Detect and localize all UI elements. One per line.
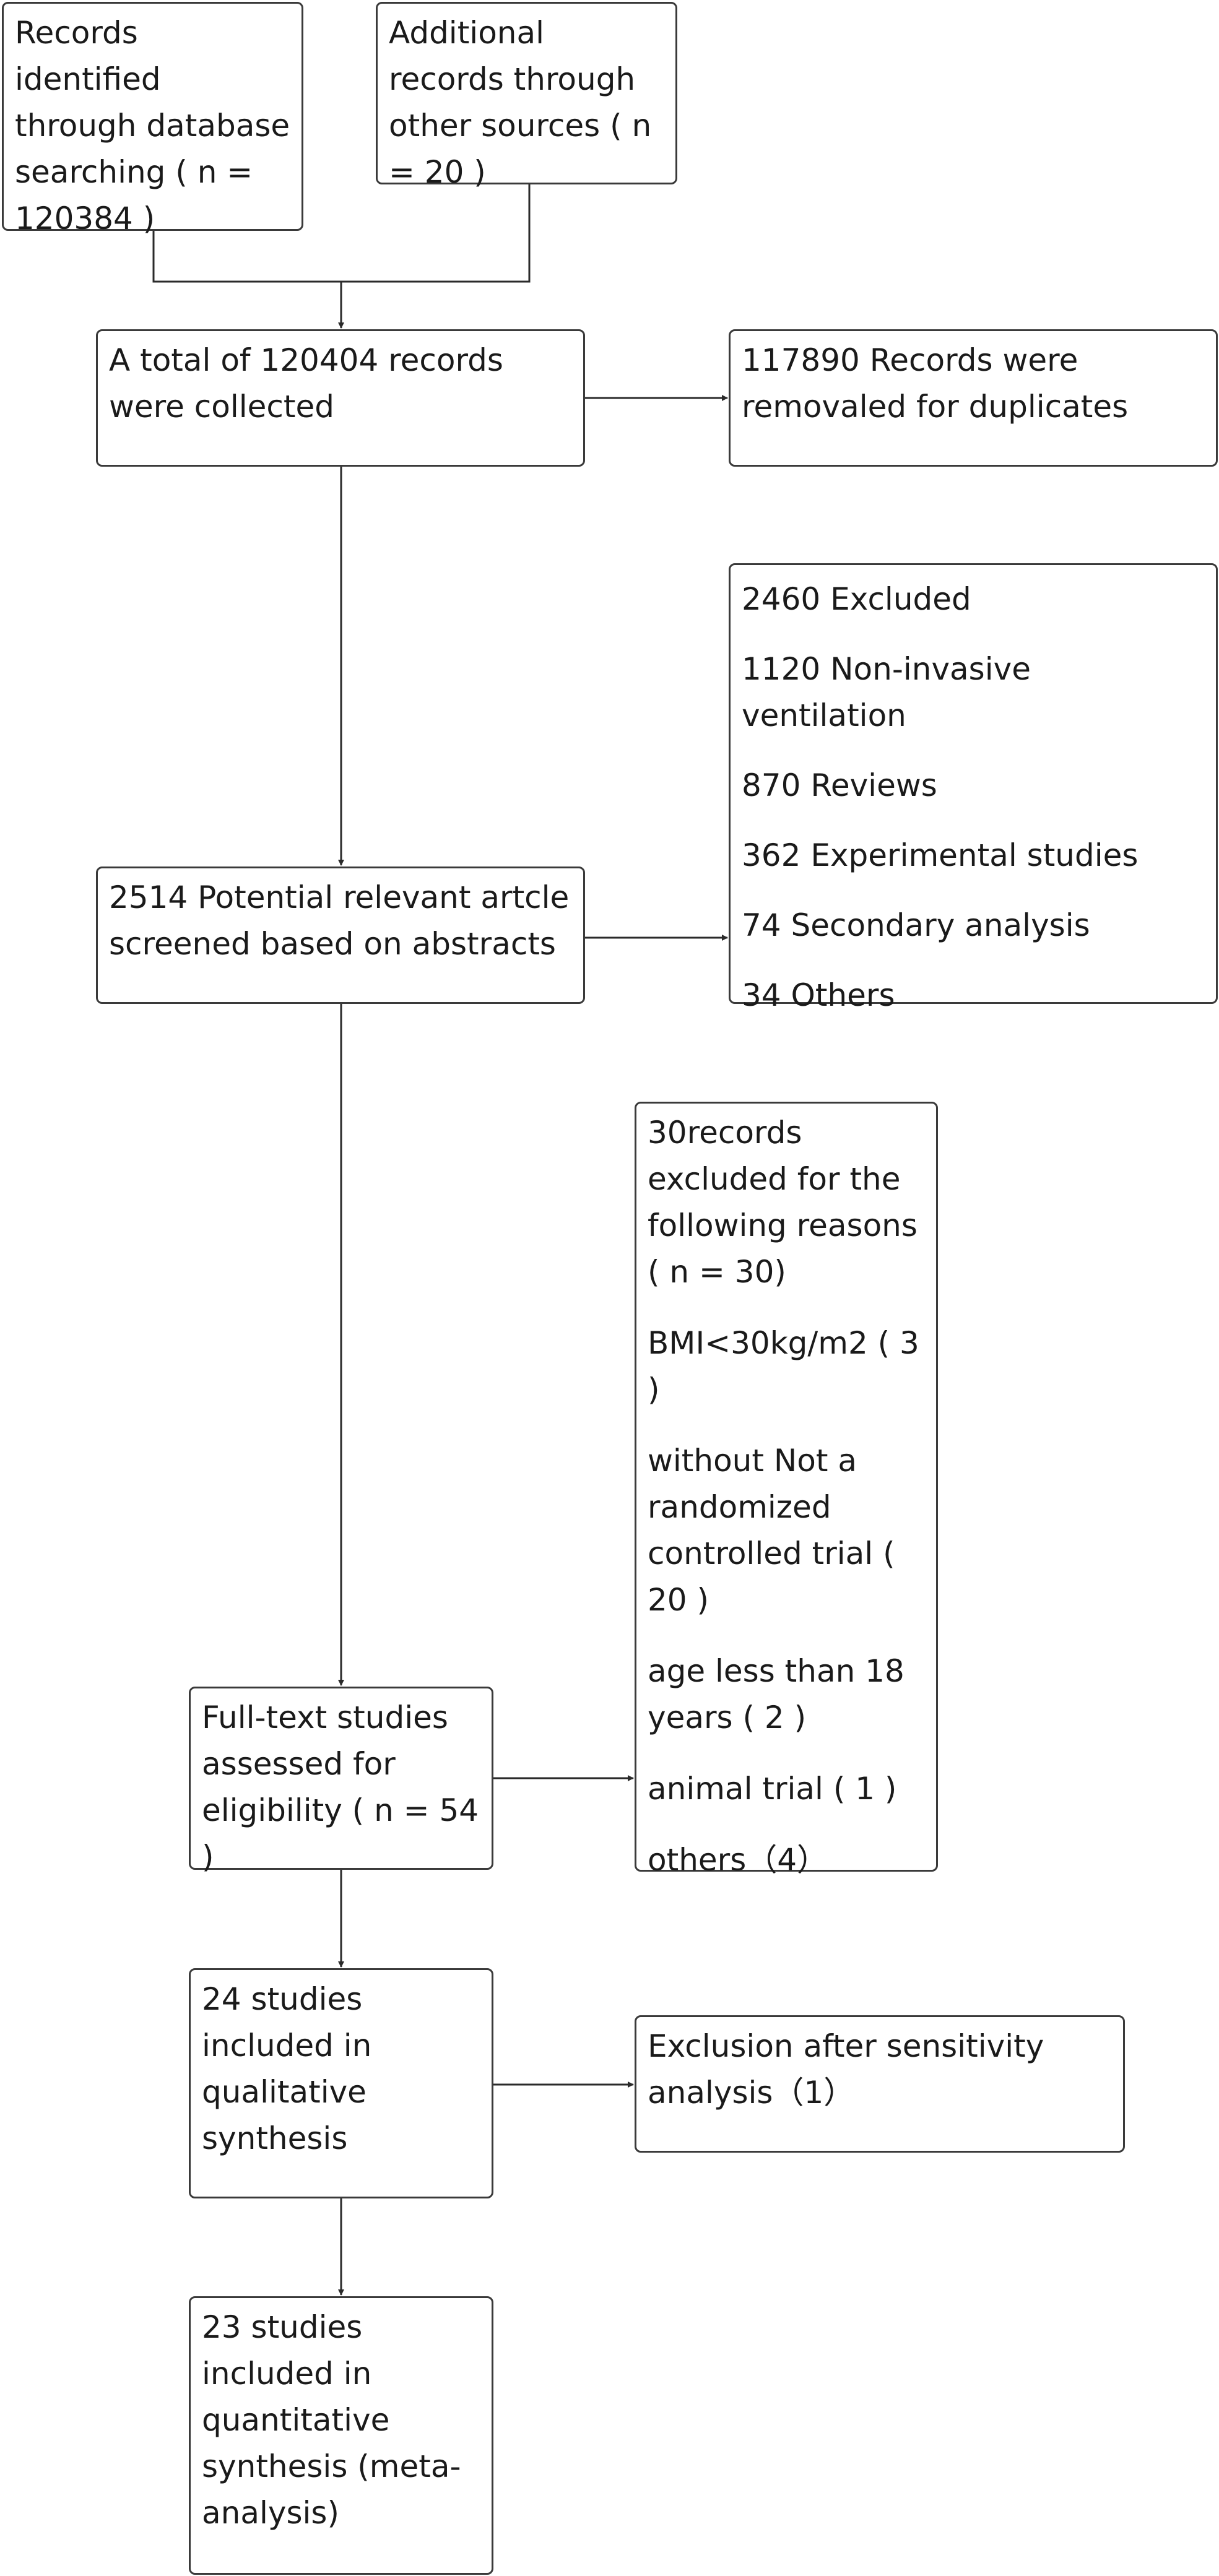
box-quantitative-synthesis: 23 studies included in quantitative synt… — [189, 2296, 493, 2575]
database-search-text: Records identified through database sear… — [15, 15, 290, 236]
qualitative-synthesis-text: 24 studies included in qualitative synth… — [202, 1981, 372, 2156]
excluded-full-text-item: BMI<30kg/m2 ( 3 ) — [648, 1325, 919, 1407]
other-sources-text: Additional records through other sources… — [389, 15, 652, 190]
duplicates-removed-text: 117890 Records were removaled for duplic… — [742, 342, 1129, 425]
box-sensitivity-exclusion: Exclusion after sensitivity analysis（1） — [635, 2015, 1125, 2153]
excluded-abstracts-item: 34 Others — [742, 977, 895, 1013]
quantitative-synthesis-text: 23 studies included in quantitative synt… — [202, 2309, 461, 2531]
box-excluded-abstracts: 2460 Excluded 1120 Non-invasive ventilat… — [729, 563, 1218, 1013]
excluded-full-text-item: animal trial ( 1 ) — [648, 1771, 897, 1807]
excluded-abstracts-item: 362 Experimental studies — [742, 837, 1139, 873]
excluded-abstracts-item: 74 Secondary analysis — [742, 907, 1090, 943]
box-screened: 2514 Potential relevant artcle screened … — [96, 867, 585, 1004]
excluded-full-text-item: others（4） — [648, 1842, 828, 1878]
screened-text: 2514 Potential relevant artcle screened … — [109, 880, 570, 962]
excluded-full-text-item: age less than 18 years ( 2 ) — [648, 1653, 904, 1735]
total-collected-text: A total of 120404 records were collected — [109, 342, 503, 425]
box-total-collected: A total of 120404 records were collected — [96, 329, 585, 467]
excluded-full-text-title: 30records excluded for the following rea… — [648, 1115, 918, 1290]
excluded-abstracts-item: 1120 Non-invasive ventilation — [742, 651, 1031, 733]
box-other-sources: Additional records through other sources… — [376, 2, 677, 190]
excluded-abstracts-item: 870 Reviews — [742, 767, 937, 803]
box-database-search: Records identified through database sear… — [2, 2, 303, 236]
full-text-text: Full-text studies assessed for eligibili… — [202, 1700, 479, 1875]
excluded-abstracts-title: 2460 Excluded — [742, 581, 971, 617]
box-excluded-full-text: 30records excluded for the following rea… — [635, 1102, 938, 1878]
excluded-full-text-item: without Not a randomized controlled tria… — [648, 1443, 895, 1618]
box-duplicates-removed: 117890 Records were removaled for duplic… — [729, 329, 1218, 467]
box-qualitative-synthesis: 24 studies included in qualitative synth… — [189, 1968, 493, 2198]
box-full-text: Full-text studies assessed for eligibili… — [189, 1687, 493, 1875]
sensitivity-exclusion-text: Exclusion after sensitivity analysis（1） — [648, 2028, 1044, 2111]
